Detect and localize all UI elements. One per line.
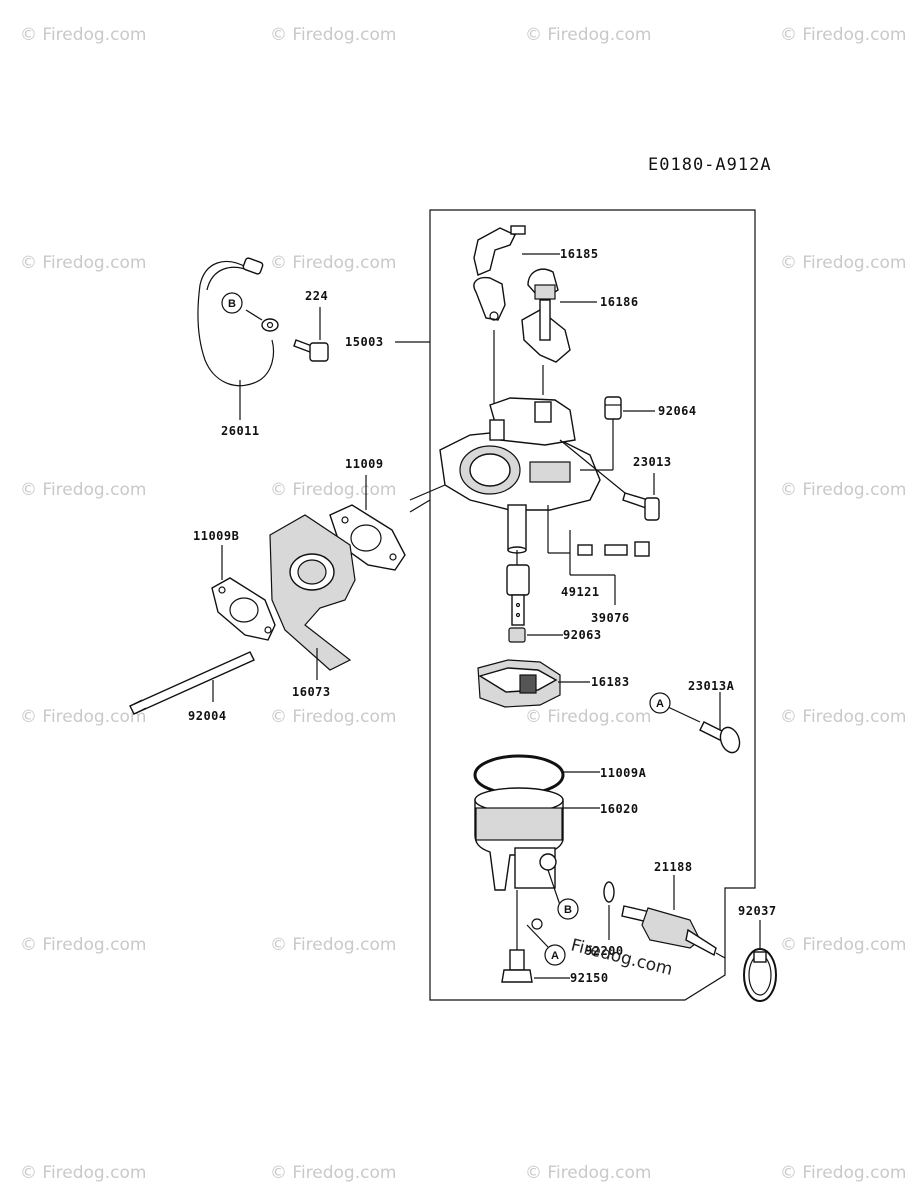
watermark: © Firedog.com [270,480,396,500]
watermark: © Firedog.com [270,25,396,45]
part-label: 23013A [688,679,735,693]
main-nozzle [506,564,530,626]
adjust-screw [559,439,660,521]
choke-lever [521,268,571,363]
throttle-lever [473,225,526,321]
part-label: 11009A [600,766,647,780]
watermark: © Firedog.com [270,707,396,727]
pilot-jet [580,396,622,471]
part-label: 26011 [221,424,260,438]
watermark: © Firedog.com [780,1163,906,1183]
part-label: 15003 [345,335,384,349]
callout-b-marker [557,898,579,920]
bolt [293,339,329,362]
main-jet [508,627,526,643]
watermark: © Firedog.com [20,480,146,500]
part-label: 21188 [654,860,693,874]
watermark: © Firedog.com [20,707,146,727]
part-label: 92037 [738,904,777,918]
part-label: 16186 [600,295,639,309]
watermark: © Firedog.com [270,935,396,955]
drain-bolt [501,949,533,983]
part-label: 92064 [658,404,697,418]
float-bowl [474,787,564,891]
wire-harness [197,257,279,387]
watermark: © Firedog.com [780,25,906,45]
watermark: © Firedog.com [20,1163,146,1183]
washer [603,881,615,903]
callout-a-label: A [551,950,559,962]
repair-kit [547,505,650,605]
hose-clamp [743,948,777,1002]
insulator [269,514,356,671]
stud-bolt [129,651,255,715]
watermark: © Firedog.com [525,1163,651,1183]
assembly-frame [429,209,756,1001]
watermark: © Firedog.com [525,25,651,45]
watermark-layer: © Firedog.com © Firedog.com © Firedog.co… [20,25,906,1183]
insulator-gasket [211,577,276,641]
watermark: © Firedog.com [780,253,906,273]
part-label: 49121 [561,585,600,599]
drain-screw [699,721,741,754]
callout-b-marker [221,292,243,314]
float [477,659,561,708]
part-label: 11009 [345,457,384,471]
watermark: © Firedog.com [270,1163,396,1183]
callout-b-label: B [564,904,572,916]
part-label: 92063 [563,628,602,642]
part-label: 23013 [633,455,672,469]
watermark: © Firedog.com [270,253,396,273]
callout-b-label: B [228,298,236,310]
watermark: © Firedog.com [525,707,651,727]
part-label: 92150 [570,971,609,985]
carburetor-body [439,397,601,554]
callout-a-marker [544,944,566,966]
part-label: 92200 [585,944,624,958]
part-label: 11009B [193,529,239,543]
part-label: 224 [305,289,328,303]
watermark: © Firedog.com [780,935,906,955]
watermark: © Firedog.com [20,253,146,273]
part-labels: 16185 16186 224 15003 92064 26011 11009 … [188,247,777,985]
part-label: 39076 [591,611,630,625]
watermark: © Firedog.com [780,707,906,727]
part-label: 16020 [600,802,639,816]
watermark: © Firedog.com [20,25,146,45]
part-label: 92004 [188,709,227,723]
watermark: © Firedog.com [780,480,906,500]
callout-a-label: A [656,698,664,710]
part-label: 16185 [560,247,599,261]
part-label: 16073 [292,685,331,699]
fuel-solenoid [621,905,717,957]
diagram-code: E0180-A912A [648,155,772,175]
callout-a-marker [649,692,671,714]
watermark: © Firedog.com [20,935,146,955]
part-label: 16183 [591,675,630,689]
